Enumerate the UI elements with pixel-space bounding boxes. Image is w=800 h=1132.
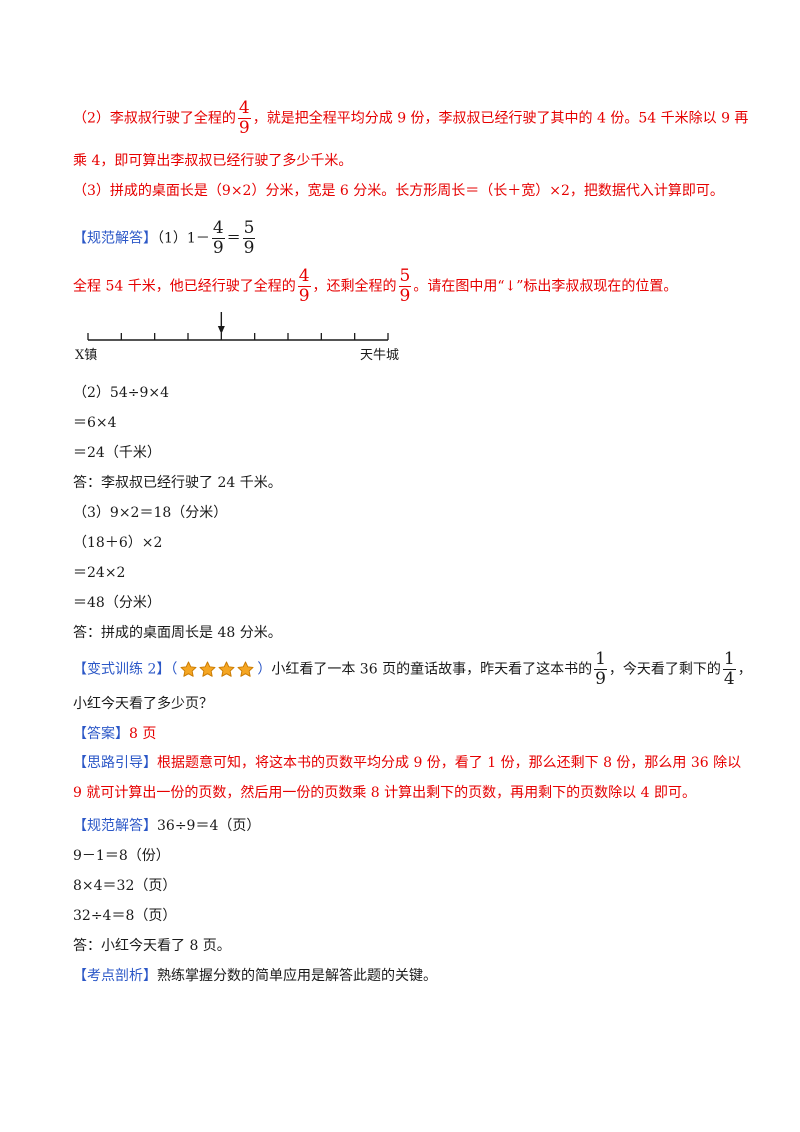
star-icon xyxy=(180,661,197,677)
solution2-tag: 【规范解答】 xyxy=(73,818,157,834)
star-icon xyxy=(237,661,254,677)
star-icon xyxy=(218,661,235,677)
solution-tag: 【规范解答】 xyxy=(73,230,157,247)
solution-part3-line: ＝48（分米） xyxy=(73,595,161,611)
answer-tag: 【答案】 xyxy=(73,726,129,742)
solution-part3-line: （18＋6）×2 xyxy=(73,535,163,551)
hint-part2-text-b: ，就是把全程平均分成 9 份，李叔叔已经行驶了其中的 4 份。54 千米除以 9… xyxy=(252,110,749,127)
hint-part2-line2: 乘 4，即可算出李叔叔已经行驶了多少千米。 xyxy=(73,153,353,169)
solution-part2-line: ＝24（千米） xyxy=(73,445,161,461)
solution-part2-line: （2）54÷9×4 xyxy=(73,385,169,401)
position-marker-arrow xyxy=(217,312,225,334)
guide-line1: 【思路引导】根据题意可知，将这本书的页数平均分成 9 份，看了 1 份，那么还剩… xyxy=(73,755,742,771)
hint-part3: （3）拼成的桌面长是（9×2）分米，宽是 6 分米。长方形周长＝（长＋宽）×2，… xyxy=(73,183,724,199)
star-icon xyxy=(199,661,216,677)
analysis-tag: 【考点剖析】 xyxy=(73,968,157,984)
solution2-line3: 8×4＝32（页） xyxy=(73,878,177,894)
solution2-answer: 答：小红今天看了 8 页。 xyxy=(73,938,231,954)
number-line-start-label: X镇 xyxy=(75,348,98,363)
difficulty-stars xyxy=(179,660,255,679)
distance-number-line xyxy=(87,312,389,341)
solution-part2-answer: 答：李叔叔已经行驶了 24 千米。 xyxy=(73,475,282,491)
answer-line: 【答案】8 页 xyxy=(73,724,156,744)
solution2-line1: 【规范解答】36÷9＝4（页） xyxy=(73,818,261,834)
solution-part2-line: ＝6×4 xyxy=(73,415,117,431)
guide-tag: 【思路引导】 xyxy=(73,755,157,771)
variant-tag: 【变式训练 2】 xyxy=(73,661,171,678)
solution2-line4: 32÷4＝8（页） xyxy=(73,908,177,924)
arrow-head xyxy=(217,326,225,334)
solution-part3-line: （3）9×2＝18（分米） xyxy=(73,505,228,521)
number-line-ticks xyxy=(87,333,389,340)
variant-question-line2: 小红今天看了多少页？ xyxy=(73,696,213,712)
solution-part3-answer: 答：拼成的桌面周长是 48 分米。 xyxy=(73,625,282,641)
number-line-end-label: 天牛城 xyxy=(360,348,400,363)
hint-part2-text-a: （2）李叔叔行驶了全程的 xyxy=(73,110,236,127)
answer-value: 8 页 xyxy=(129,726,157,742)
guide-line2: 9 就可计算出一份的页数，然后用一份的页数乘 8 计算出剩下的页数，再用剩下的页… xyxy=(73,785,696,801)
solution-part3-line: ＝24×2 xyxy=(73,565,126,581)
solution2-line2: 9－1＝8（份） xyxy=(73,848,170,864)
analysis-line: 【考点剖析】熟练掌握分数的简单应用是解答此题的关键。 xyxy=(73,968,437,984)
